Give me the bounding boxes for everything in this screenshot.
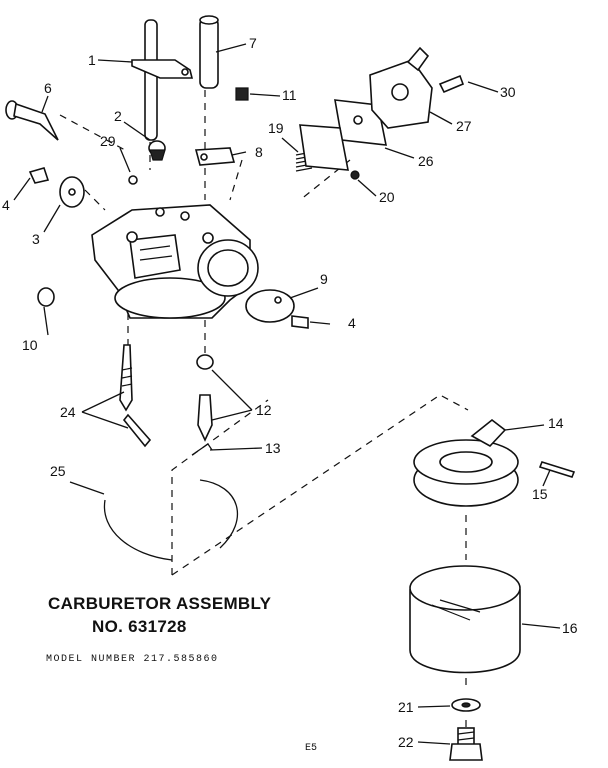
part-10-welch-plug [37,287,55,307]
callout-6: 6 [44,80,52,96]
part-11-screw [235,87,249,101]
part-15-float-pin [538,461,576,478]
part-3-seal [59,176,85,208]
part-14-float [413,418,519,507]
part-4-screw-left [28,167,50,184]
part-9-gasket [245,289,295,323]
part-26b-gasket [299,124,349,171]
model-number: MODEL NUMBER 217.585860 [46,654,219,665]
part-30-screw [438,74,465,94]
callout-19: 19 [268,120,284,136]
callout-27: 27 [456,118,472,134]
diagram-title: CARBURETOR ASSEMBLY [48,594,272,613]
callout-labels: 1 7 6 2 29 11 8 19 4 3 9 4 10 30 27 26 2… [2,35,578,750]
part-20-screw [350,170,360,180]
callout-30: 30 [500,84,516,100]
callout-12: 12 [256,402,272,418]
part-24-needle-valves [119,344,152,448]
callout-1: 1 [88,52,96,68]
callout-4a: 4 [2,197,10,213]
part-1-throttle-shaft [131,19,194,141]
part-25-bowl-gasket [103,479,238,561]
callout-8: 8 [255,144,263,160]
part-27-pump-cover [369,46,433,129]
callout-29: 29 [100,133,116,149]
leader-lines [13,43,561,745]
callout-3: 3 [32,231,40,247]
callout-11: 11 [282,87,297,103]
part-21-washer [451,698,481,712]
callout-25: 25 [50,463,66,479]
callout-16: 16 [562,620,578,636]
part-6-mixture-screw [5,100,59,141]
callout-4b: 4 [348,315,356,331]
part-16-float-bowl [409,565,521,674]
callout-24: 24 [60,404,76,420]
callout-7: 7 [249,35,257,51]
part-2-throttle-plate-screw [148,140,166,161]
part-22-bowl-bolt [449,727,483,761]
part-7-choke-shaft [199,15,219,89]
callout-15: 15 [532,486,548,502]
callout-9: 9 [320,271,328,287]
callout-2: 2 [114,108,122,124]
callout-20: 20 [379,189,395,205]
callout-10: 10 [22,337,38,353]
callout-22: 22 [398,734,414,750]
callout-26: 26 [418,153,434,169]
callout-13: 13 [265,440,281,456]
callout-14: 14 [548,415,564,431]
assembly-number: NO. 631728 [92,617,187,636]
page-code: E5 [305,743,318,754]
callout-21: 21 [398,699,414,715]
part-8-choke-plate [194,147,236,166]
part-12-inlet-needle [196,354,214,442]
part-13-clip [191,443,213,456]
part-29-ball [128,175,138,185]
part-4-screw-right [291,315,309,329]
carburetor-body [91,204,259,319]
